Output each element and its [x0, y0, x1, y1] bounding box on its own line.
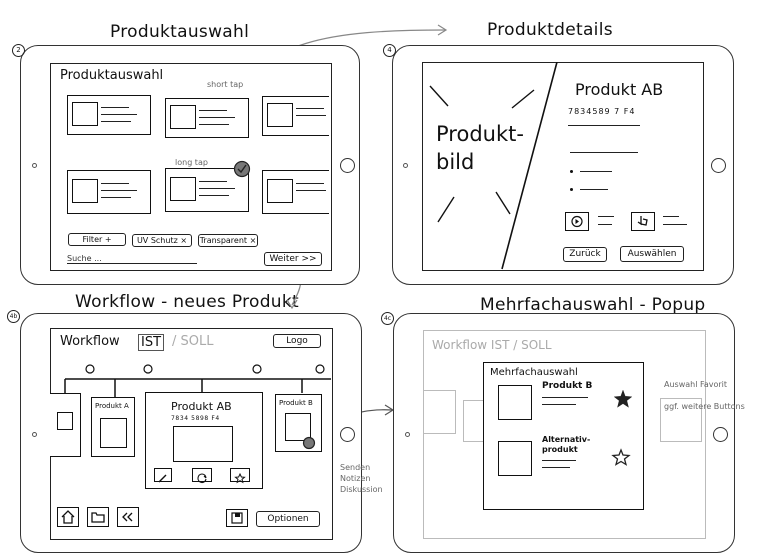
product-tile[interactable]: [165, 168, 249, 212]
background-node: [423, 390, 456, 434]
logo: Logo: [273, 334, 321, 348]
home-button: [340, 427, 355, 442]
check-circle-icon: [233, 160, 251, 178]
option-send: Senden: [340, 463, 371, 472]
popup-item-1-name: Produkt B: [542, 381, 593, 391]
current-product-name: Produkt AB: [171, 400, 232, 413]
product-image-sketch: [429, 62, 558, 270]
mode-soll-toggle[interactable]: / SOLL: [172, 334, 214, 349]
background-workflow-title: Workflow IST / SOLL: [432, 338, 552, 352]
panel4-number: 4c: [381, 312, 394, 325]
product-tile[interactable]: [67, 170, 151, 214]
screen-2: [422, 62, 704, 271]
product-code: 7834589 7 F4: [568, 107, 636, 116]
workflow-title: Workflow: [60, 334, 120, 349]
filter-add-button[interactable]: Filter +: [68, 233, 126, 246]
tablet-camera: [32, 432, 37, 437]
product-name: Produkt AB: [575, 80, 664, 99]
star-outline-icon[interactable]: [611, 448, 631, 466]
product-tile[interactable]: [262, 170, 329, 214]
current-product-code: 7834 5898 F4: [171, 415, 220, 422]
product-tile[interactable]: [67, 95, 151, 135]
product-image-label: Produkt- bild: [436, 122, 524, 174]
tablet-camera: [405, 432, 410, 437]
home-button: [340, 158, 355, 173]
tablet-camera: [403, 163, 408, 168]
gesture-long-tap: long tap: [175, 158, 208, 167]
workflow-node-current[interactable]: Produkt AB 7834 5898 F4: [145, 392, 263, 489]
home-button: [711, 158, 726, 173]
option-notes: Notizen: [340, 474, 371, 483]
workflow-node-product-a[interactable]: Produkt A: [91, 397, 135, 457]
annotation-favorite: Auswahl Favorit: [664, 380, 728, 389]
product-tile[interactable]: [262, 96, 329, 136]
mode-ist-toggle[interactable]: IST: [138, 334, 165, 351]
refresh-icon[interactable]: [192, 468, 212, 484]
search-input[interactable]: Suche ...: [67, 254, 197, 264]
panel1-number: 2: [12, 44, 25, 57]
filter-chip-uv[interactable]: UV Schutz ×: [132, 234, 192, 247]
touch-icon[interactable]: [631, 212, 655, 231]
workflow-connectors: [64, 364, 331, 397]
star-filled-icon[interactable]: [614, 390, 632, 408]
folder-button[interactable]: [87, 507, 109, 527]
annotation-more-buttons: ggf. weitere Buttons: [664, 402, 745, 411]
option-discussion: Diskussion: [340, 485, 383, 494]
home-button: [713, 427, 728, 442]
edit-icon[interactable]: [154, 468, 172, 483]
play-video-button[interactable]: [565, 212, 589, 231]
gesture-short-tap: short tap: [207, 80, 244, 89]
screen1-title: Produktauswahl: [60, 68, 164, 83]
background-node: [463, 400, 485, 442]
panel3-heading: Workflow - neues Produkt: [75, 292, 299, 312]
background-node: [660, 398, 702, 442]
product-tile[interactable]: [165, 98, 249, 138]
star-outline-icon[interactable]: [230, 468, 250, 484]
options-menu: Senden Notizen Diskussion: [340, 462, 383, 495]
popup-item-2-name: Alternativ- produkt: [542, 435, 591, 454]
select-button[interactable]: Auswählen: [620, 246, 684, 262]
panel4-heading: Mehrfachauswahl - Popup: [480, 295, 706, 315]
home-nav-button[interactable]: [57, 507, 79, 527]
panel3-number: 4b: [7, 310, 20, 323]
workflow-node-previous[interactable]: [50, 393, 81, 457]
panel1-heading: Produktauswahl: [110, 22, 250, 42]
back-button[interactable]: Zurück: [563, 247, 607, 262]
panel2-heading: Produktdetails: [487, 20, 613, 40]
next-button[interactable]: Weiter >>: [264, 252, 322, 266]
panel2-number: 4: [383, 44, 396, 57]
filter-chip-transparent[interactable]: Transparent ×: [198, 234, 258, 247]
multi-select-badge-icon[interactable]: [302, 436, 316, 450]
multi-select-popup: Mehrfachauswahl Produkt B Alternativ- pr…: [483, 362, 644, 510]
back-nav-button[interactable]: [117, 507, 139, 527]
popup-title: Mehrfachauswahl: [490, 367, 578, 378]
options-button[interactable]: Optionen: [256, 511, 320, 527]
save-button[interactable]: [226, 509, 248, 527]
tablet-camera: [32, 163, 37, 168]
